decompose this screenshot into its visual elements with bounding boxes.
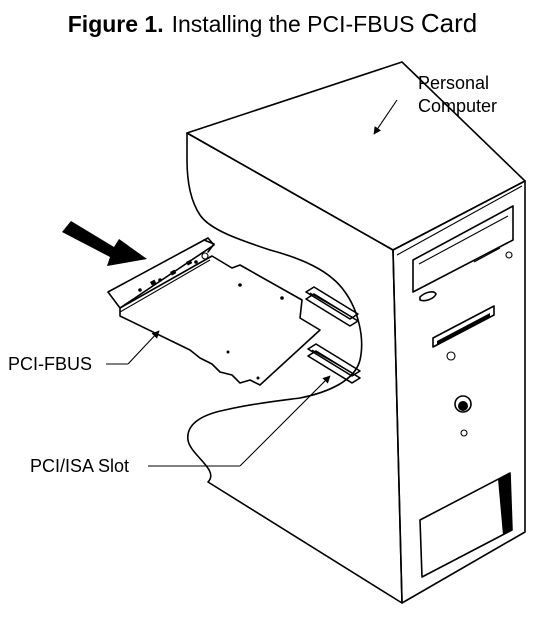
card-leader [127,330,160,365]
figure-caption-tail: Card [420,8,478,38]
pci-isa-slot-label: PCI/ISA Slot [30,456,129,476]
insertion-arrow [62,221,147,266]
computer-case [186,61,526,604]
figure-number: Figure 1. [67,11,164,37]
pci-fbus-card [107,237,321,386]
figure-title: Figure 1. Installing the PCI-FBUS Card [0,8,545,39]
slot-leader [239,375,331,467]
personal-computer-label-line1: Personal [418,73,489,93]
figure-caption: Installing the PCI-FBUS [171,11,415,37]
pci-isa-slots [305,286,361,384]
personal-computer-leader [373,99,398,135]
personal-computer-label-line2: Computer [418,96,497,116]
pci-fbus-label: PCI-FBUS [8,354,92,374]
